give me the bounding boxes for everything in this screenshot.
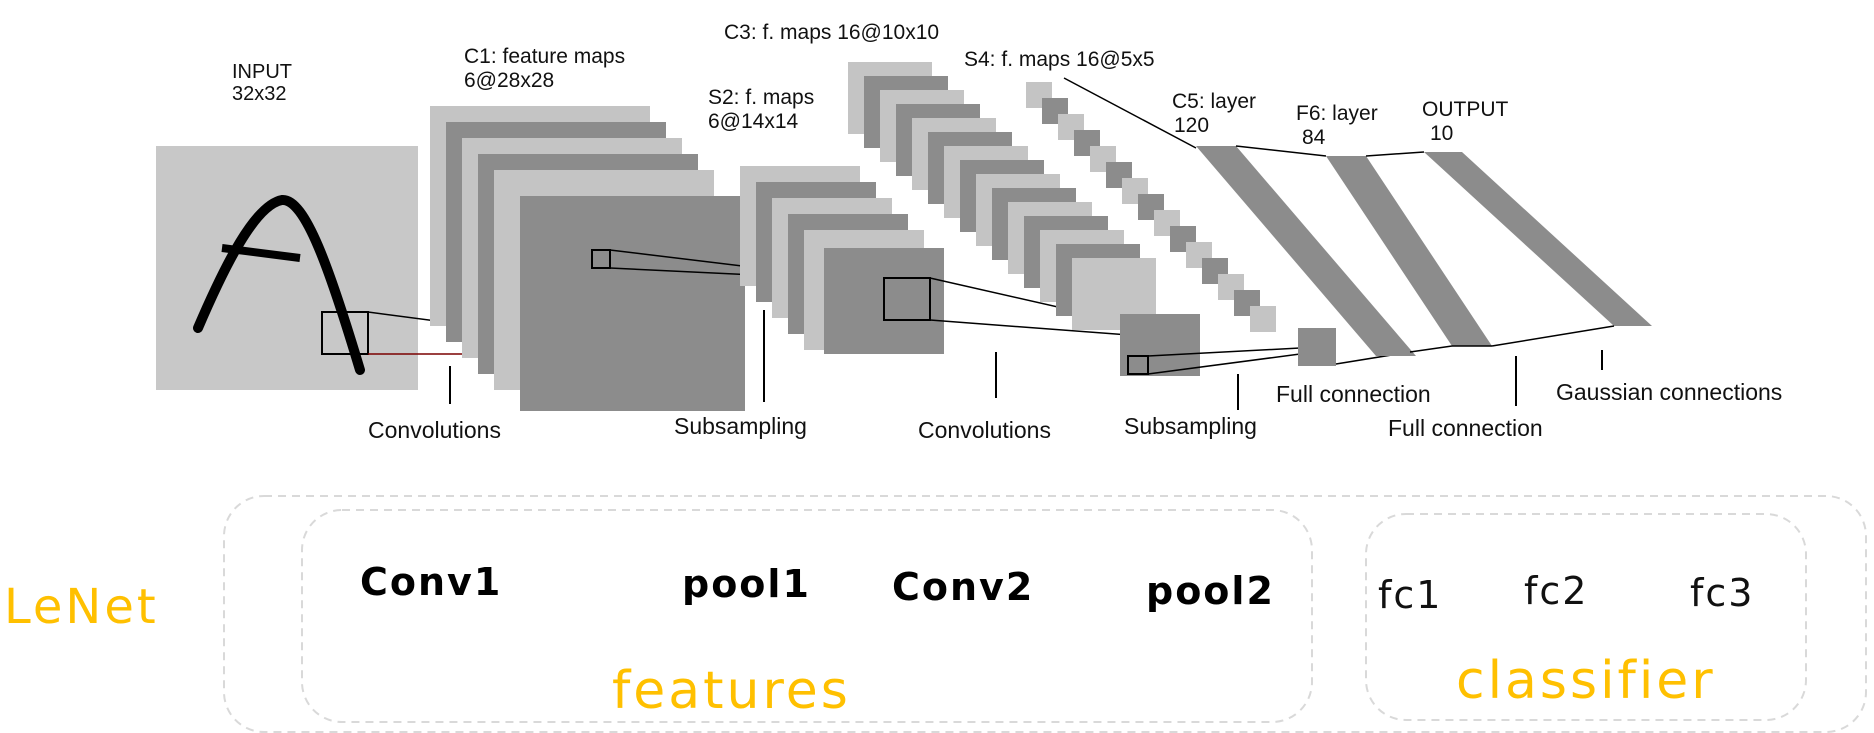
output-size: 10 xyxy=(1430,122,1453,145)
c1-map-6 xyxy=(520,196,745,411)
c5-layer-band xyxy=(1196,146,1416,356)
input-letter-a xyxy=(193,195,365,375)
c5-to-f6-top xyxy=(1235,145,1327,157)
c5-size: 120 xyxy=(1174,114,1209,137)
operation-conv2: Convolutions xyxy=(918,417,1051,443)
input-image xyxy=(156,146,418,390)
s4-feature-maps xyxy=(1026,82,1336,366)
s4-to-c5-line-top xyxy=(1063,77,1197,149)
s4-title: S4: f. maps 16@5x5 xyxy=(964,48,1155,71)
output-layer-band xyxy=(1424,152,1652,326)
c3-receptive-field xyxy=(1127,355,1149,375)
classifier-label: classifier xyxy=(1456,651,1716,711)
input-receptive-field xyxy=(321,311,369,355)
features-label: features xyxy=(612,661,851,721)
input-size: 32x32 xyxy=(232,83,287,105)
f6-layer-band xyxy=(1326,156,1492,346)
c1-size: 6@28x28 xyxy=(464,69,554,92)
classifier-layer-fc3: fc3 xyxy=(1690,571,1754,615)
f6-size: 84 xyxy=(1302,126,1326,149)
operation-sub1: Subsampling xyxy=(674,413,807,439)
classifier-group-box xyxy=(1365,513,1807,721)
lenet-group-box xyxy=(223,495,1867,733)
f6-title: F6: layer xyxy=(1296,102,1378,125)
features-group-box xyxy=(301,509,1313,723)
classifier-layer-fc1: fc1 xyxy=(1378,573,1442,617)
operation-sub2: Subsampling xyxy=(1124,413,1257,439)
output-tail-bottom xyxy=(1491,325,1615,347)
model-name: LeNet xyxy=(4,579,159,635)
operation-full1: Full connection xyxy=(1276,381,1431,407)
c3-title: C3: f. maps 16@10x10 xyxy=(724,21,939,44)
c1-receptive-field xyxy=(591,249,611,269)
input-letter-a-bar xyxy=(221,244,301,262)
s2-title: S2: f. maps xyxy=(708,86,814,109)
c3-feature-maps xyxy=(848,62,1200,376)
c3-map xyxy=(1120,314,1200,376)
c5-title: C5: layer xyxy=(1172,90,1256,113)
c3-projection-bottom xyxy=(1147,353,1301,375)
s2-receptive-field xyxy=(883,277,931,321)
operation-conv1: Convolutions xyxy=(368,417,501,443)
output-title: OUTPUT xyxy=(1422,98,1509,121)
c5-to-f6-bottom xyxy=(1409,345,1453,353)
f6-to-output-top xyxy=(1365,151,1425,157)
c1-title: C1: feature maps xyxy=(464,45,625,68)
s4-map xyxy=(1298,328,1336,366)
feature-layer-pool2: pool2 xyxy=(1146,569,1275,613)
c3-projection-top xyxy=(1147,347,1301,357)
feature-layer-pool1: pool1 xyxy=(682,562,811,606)
operation-full2: Full connection xyxy=(1388,415,1543,441)
classifier-layer-fc2: fc2 xyxy=(1524,569,1588,613)
operation-gauss: Gaussian connections xyxy=(1556,379,1782,405)
s4-map xyxy=(1250,306,1276,332)
feature-layer-conv1: Conv1 xyxy=(360,560,502,604)
feature-layer-conv2: Conv2 xyxy=(892,565,1034,609)
s2-size: 6@14x14 xyxy=(708,110,799,133)
input-title: INPUT xyxy=(232,61,292,83)
